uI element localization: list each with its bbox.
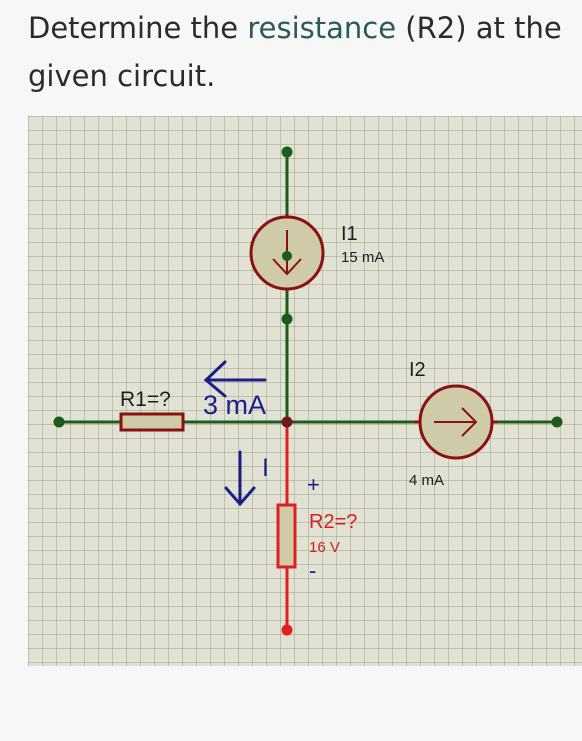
- resistor-r1[interactable]: [119, 412, 185, 432]
- circuit-schematic: I1 15 mA I2 4 mA R1=? R2=? 16 V + - 3 mA…: [28, 116, 582, 666]
- circuit-svg: I1 15 mA I2 4 mA R1=? R2=? 16 V + - 3 mA…: [53, 146, 563, 636]
- i1-name-label: I1: [341, 223, 358, 245]
- junction-node: [281, 416, 293, 428]
- resistor-r2[interactable]: [276, 503, 297, 569]
- question-prefix: Determine the: [28, 11, 248, 45]
- current-arrow-left: [203, 360, 267, 398]
- current-arrow-down: [224, 450, 256, 507]
- r2-value-label: 16 V: [309, 539, 340, 556]
- terminal-bottom: [281, 624, 293, 636]
- i2-name-label: I2: [409, 359, 426, 381]
- terminal-right: [551, 416, 563, 428]
- terminal-left: [53, 416, 65, 428]
- resistance-link[interactable]: resistance: [247, 11, 397, 45]
- question-text: Determine the resistance (R2) at the giv…: [28, 4, 568, 100]
- i1-value-label: 15 mA: [341, 249, 384, 266]
- current-value-annotation: 3 mA: [203, 390, 266, 420]
- r2-minus-sign: -: [309, 558, 316, 583]
- current-symbol-annotation: I: [262, 454, 269, 482]
- question-suffix: (R2) at the given circuit.: [28, 11, 562, 93]
- r1-name-label: R1=?: [120, 388, 171, 411]
- current-source-i1[interactable]: [249, 215, 325, 291]
- i2-value-label: 4 mA: [409, 472, 444, 489]
- r2-plus-sign: +: [307, 472, 320, 497]
- terminal-top: [281, 146, 293, 158]
- current-source-i2[interactable]: [418, 384, 494, 460]
- r2-name-label: R2=?: [309, 511, 357, 533]
- terminal-i1-bottom: [281, 313, 293, 325]
